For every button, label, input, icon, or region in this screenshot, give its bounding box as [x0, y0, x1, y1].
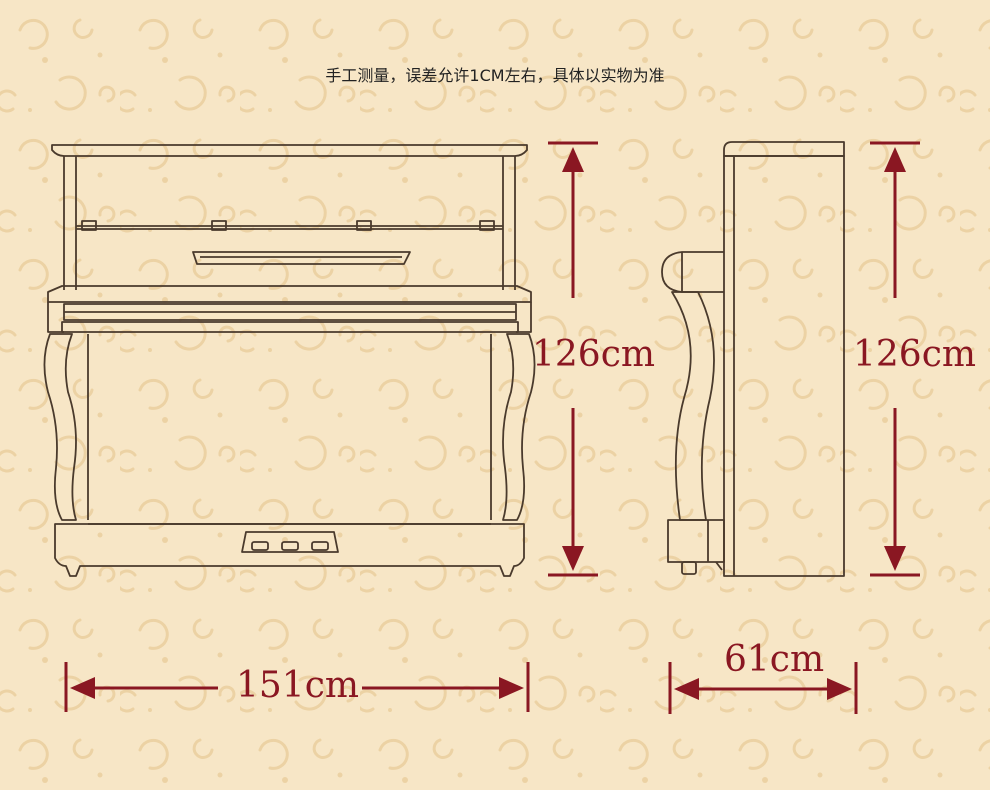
depth-label: 61cm [724, 639, 825, 680]
piano-front-view [43, 144, 536, 577]
front-left-leg [43, 333, 77, 521]
front-height-arrow-up [562, 147, 584, 172]
side-height-label: 126cm [853, 334, 977, 375]
front-plinth [54, 523, 525, 577]
front-nameboard [192, 251, 411, 265]
pedal-left [251, 541, 269, 551]
side-top-lid [723, 141, 845, 157]
front-hinge-4 [479, 220, 495, 231]
depth-arrow-right [827, 678, 852, 700]
side-height-arrow-up [884, 147, 906, 172]
side-keybed [661, 251, 724, 293]
width-arrow-right [499, 677, 524, 699]
front-hinge-1 [81, 220, 97, 231]
front-height-arrow-down [562, 546, 584, 571]
pedal-middle [281, 541, 299, 551]
width-arrow-left [70, 677, 95, 699]
measurement-note: 手工测量，误差允许1CM左右，具体以实物为准 [325, 66, 665, 85]
depth-arrow-left [674, 678, 699, 700]
front-height-label: 126cm [532, 334, 656, 375]
piano-side-view [661, 141, 845, 577]
side-height-arrow-down [884, 546, 906, 571]
front-right-leg [502, 333, 536, 521]
front-pedal-box [241, 531, 339, 553]
side-cabinet [723, 155, 845, 577]
dimension-lines [64, 141, 920, 714]
front-hinge-2 [211, 220, 227, 231]
front-hinge-3 [356, 220, 372, 231]
side-caster [681, 561, 697, 575]
pedal-right [311, 541, 329, 551]
width-label: 151cm [236, 665, 360, 706]
